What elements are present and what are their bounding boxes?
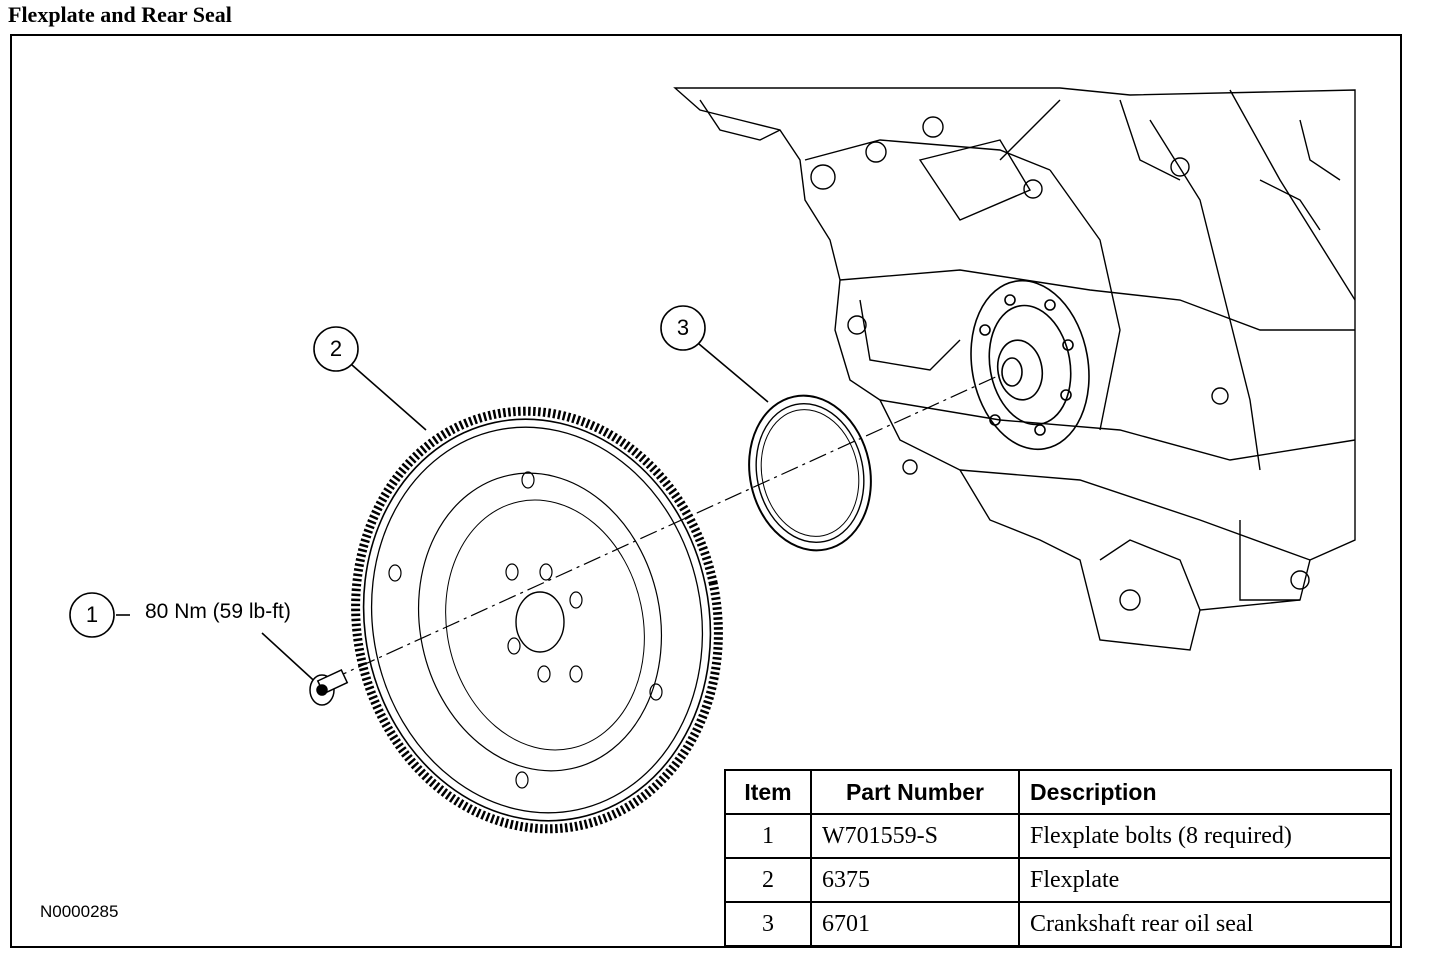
cell-description: Flexplate bolts (8 required) xyxy=(1018,813,1392,859)
cell-item: 2 xyxy=(724,857,812,903)
callout-circle-2 xyxy=(313,326,359,372)
bolt-leader xyxy=(261,632,323,689)
callout-number-2: 2 xyxy=(329,336,343,361)
center-axis-line xyxy=(329,374,1001,681)
cell-item: 3 xyxy=(724,901,812,947)
callout-leader-3 xyxy=(698,343,769,403)
crankshaft-flange xyxy=(970,279,1090,451)
table-row: 3 6701 Crankshaft rear oil seal xyxy=(724,901,1392,947)
figure-id: N0000285 xyxy=(40,902,119,921)
table-row: 2 6375 Flexplate xyxy=(724,857,1392,903)
callout-leader-2 xyxy=(351,364,427,431)
cell-part-number: W701559-S xyxy=(810,813,1020,859)
flexplate xyxy=(351,406,723,834)
callout-circle-3 xyxy=(660,305,706,351)
table-header-row: Item Part Number Description xyxy=(724,769,1392,815)
rear-oil-seal xyxy=(748,394,872,552)
torque-spec-label: 80 Nm (59 lb-ft) xyxy=(145,600,291,623)
header-description: Description xyxy=(1018,769,1392,815)
cell-description: Crankshaft rear oil seal xyxy=(1018,901,1392,947)
flexplate-bolt xyxy=(309,668,349,706)
callout-number-1: 1 xyxy=(85,602,99,627)
callout-circle-1 xyxy=(69,592,115,638)
engine-holes xyxy=(810,116,1310,611)
callout-number-3: 3 xyxy=(676,315,690,340)
diagram-frame xyxy=(10,34,1402,948)
table-row: 1 W701559-S Flexplate bolts (8 required) xyxy=(724,813,1392,859)
header-item: Item xyxy=(724,769,812,815)
header-part-number: Part Number xyxy=(810,769,1020,815)
parts-table: Item Part Number Description 1 W701559-S… xyxy=(724,769,1392,947)
engine-block xyxy=(673,87,1356,651)
cell-part-number: 6701 xyxy=(810,901,1020,947)
cell-item: 1 xyxy=(724,813,812,859)
cell-part-number: 6375 xyxy=(810,857,1020,903)
page-title: Flexplate and Rear Seal xyxy=(8,2,232,27)
cell-description: Flexplate xyxy=(1018,857,1392,903)
